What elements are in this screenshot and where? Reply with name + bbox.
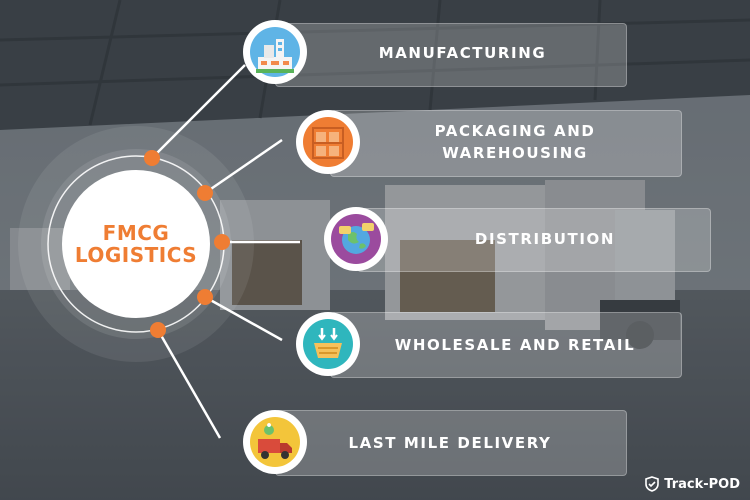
connector-dot-2 bbox=[197, 185, 213, 201]
step-icon-wholesale bbox=[296, 312, 360, 376]
step-label-packaging-line2: WAREHOUSING bbox=[442, 144, 588, 162]
brand-logo: Track-POD bbox=[644, 476, 740, 492]
step-label-packaging-line1: PACKAGING AND bbox=[434, 122, 596, 140]
factory-icon bbox=[250, 27, 300, 77]
step-icon-packaging bbox=[296, 110, 360, 174]
step-label-wholesale: WHOLESALE AND RETAIL bbox=[394, 336, 636, 354]
hub-title-line2: LOGISTICS bbox=[74, 243, 198, 267]
connector-dot-4 bbox=[197, 289, 213, 305]
step-label-packaging: PACKAGING AND WAREHOUSING bbox=[380, 120, 650, 164]
step-panel-last-mile bbox=[275, 410, 627, 476]
step-icon-last-mile bbox=[243, 410, 307, 474]
step-panel-manufacturing bbox=[275, 23, 627, 87]
step-icon-manufacturing bbox=[243, 20, 307, 84]
checkmark-shield-icon bbox=[645, 476, 660, 492]
brand-name: Track-POD bbox=[664, 476, 740, 492]
delivery-truck-icon bbox=[250, 417, 300, 467]
hub-circle: FMCG LOGISTICS bbox=[62, 170, 210, 318]
connector-dot-3 bbox=[214, 234, 230, 250]
step-label-manufacturing: MANUFACTURING bbox=[378, 44, 547, 62]
globe-chat-icon bbox=[331, 214, 381, 264]
step-label-last-mile: LAST MILE DELIVERY bbox=[348, 434, 552, 452]
step-panel-packaging bbox=[330, 110, 682, 177]
warehouse-boxes-icon bbox=[303, 117, 353, 167]
connector-dot-1 bbox=[144, 150, 160, 166]
step-label-distribution: DISTRIBUTION bbox=[474, 230, 616, 248]
step-panel-distribution bbox=[357, 208, 711, 272]
hub-title: FMCG LOGISTICS bbox=[71, 222, 201, 266]
step-icon-distribution bbox=[324, 207, 388, 271]
connector-dot-5 bbox=[150, 322, 166, 338]
shopping-basket-icon bbox=[303, 319, 353, 369]
step-panel-wholesale bbox=[330, 312, 682, 378]
hub-title-line1: FMCG bbox=[102, 221, 170, 245]
